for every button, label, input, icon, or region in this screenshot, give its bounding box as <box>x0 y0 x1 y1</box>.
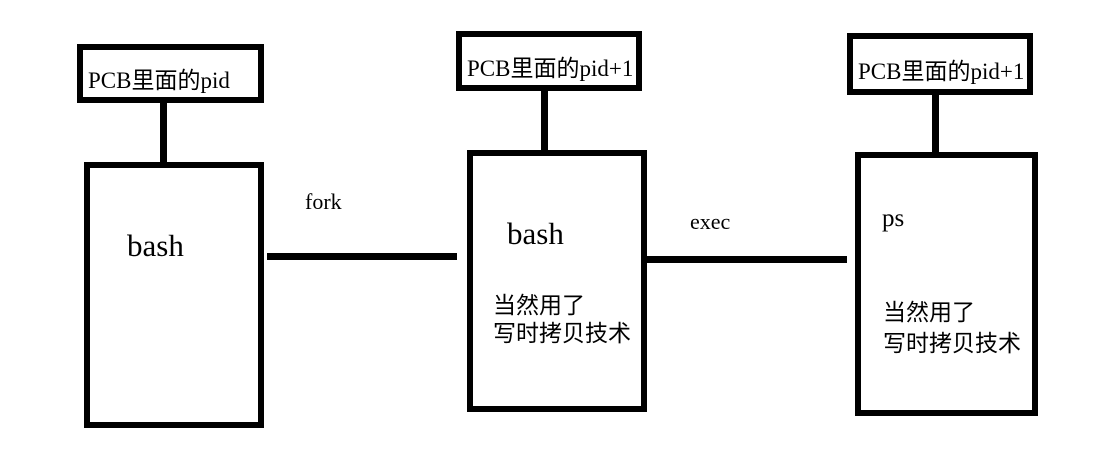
note-line: 当然用了 <box>493 293 585 318</box>
pcb-label-text: PCB里面的pid+1 <box>467 55 634 81</box>
process-name-label: ps <box>882 205 905 232</box>
note-line: 写时拷贝技术 <box>493 321 631 346</box>
connector-pcb-to-bash-child <box>541 89 548 161</box>
connector-pcb-to-bash-parent <box>160 100 167 174</box>
connector-pcb-to-ps <box>932 91 939 165</box>
process-box-bash-child <box>467 150 647 412</box>
edge-label-exec: exec <box>690 209 731 234</box>
process-name-label: bash <box>507 216 564 251</box>
pcb-label-box-child: PCB里面的pid+1 <box>456 31 642 91</box>
process-name-label: bash <box>127 228 184 263</box>
note-line: 当然用了 <box>883 300 975 325</box>
note-line: 写时拷贝技术 <box>883 331 1021 356</box>
pcb-label-box-parent: PCB里面的pid <box>77 44 264 103</box>
process-box-ps <box>855 152 1038 416</box>
pcb-label-text: PCB里面的pid <box>88 68 230 93</box>
copy-on-write-note: 当然用了 写时拷贝技术 <box>493 292 631 348</box>
pcb-label-box-exec: PCB里面的pid+1 <box>847 33 1033 95</box>
edge-label-fork: fork <box>305 189 342 214</box>
connector-exec-line <box>647 256 847 263</box>
copy-on-write-note: 当然用了 写时拷贝技术 <box>883 297 1021 359</box>
pcb-label-text: PCB里面的pid+1 <box>858 58 1025 84</box>
process-box-bash-parent <box>84 162 264 428</box>
connector-fork-line <box>267 253 457 260</box>
